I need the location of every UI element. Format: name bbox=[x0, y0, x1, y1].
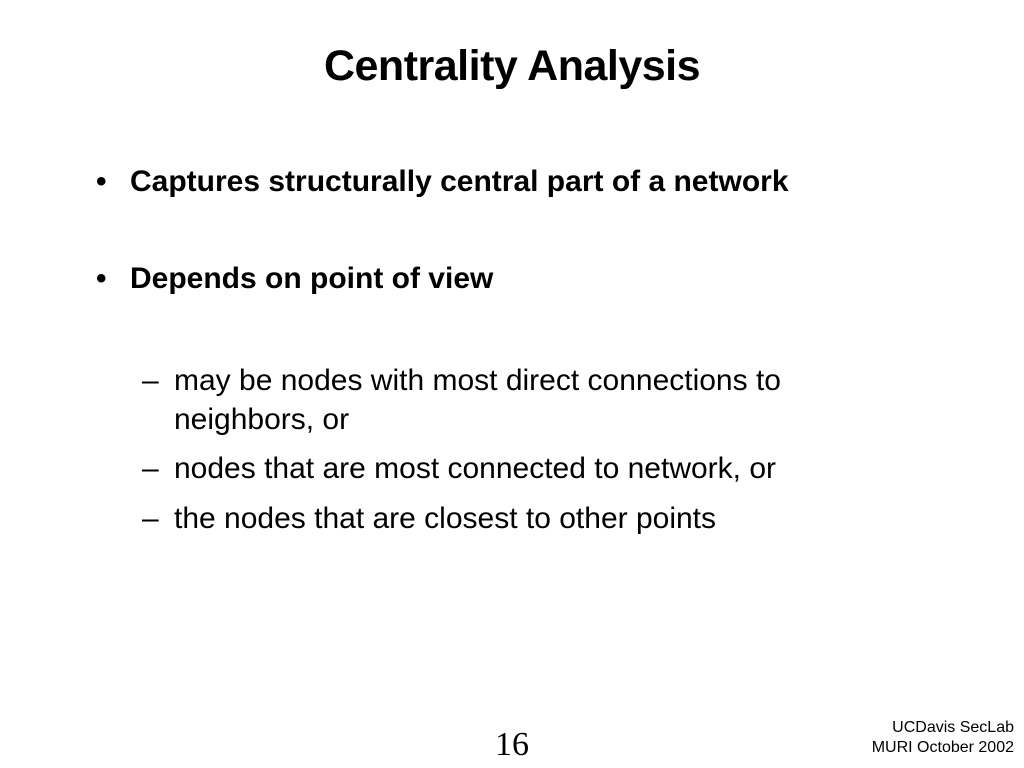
sub-bullet-text: nodes that are most connected to network… bbox=[174, 452, 777, 485]
footer-line-2: MURI October 2002 bbox=[871, 739, 1014, 756]
bullet-marker: • bbox=[96, 165, 107, 198]
footer-line-1: UCDavis SecLab bbox=[892, 719, 1014, 736]
sub-bullet-item: – may be nodes with most direct connecti… bbox=[142, 361, 902, 441]
sub-bullet-text: the nodes that are closest to other poin… bbox=[174, 502, 717, 535]
sub-bullet-text: may be nodes with most direct connection… bbox=[174, 364, 781, 436]
sub-bullet-item: – nodes that are most connected to netwo… bbox=[142, 449, 902, 489]
footer-credit: UCDavis SecLab MURI October 2002 bbox=[872, 718, 1014, 758]
sub-bullet-marker: – bbox=[142, 452, 159, 485]
bullet-item: • Captures structurally central part of … bbox=[96, 164, 956, 200]
bullet-marker: • bbox=[96, 262, 107, 295]
sub-bullet-marker: – bbox=[142, 502, 159, 535]
bullet-item: • Depends on point of view bbox=[96, 261, 956, 297]
page-number: 16 bbox=[495, 726, 529, 763]
bullet-text: Captures structurally central part of a … bbox=[130, 165, 789, 198]
slide-title: Centrality Analysis bbox=[323, 42, 701, 90]
bullet-text: Depends on point of view bbox=[130, 262, 494, 295]
sub-bullet-item: – the nodes that are closest to other po… bbox=[142, 499, 902, 539]
sub-bullet-marker: – bbox=[142, 364, 159, 397]
